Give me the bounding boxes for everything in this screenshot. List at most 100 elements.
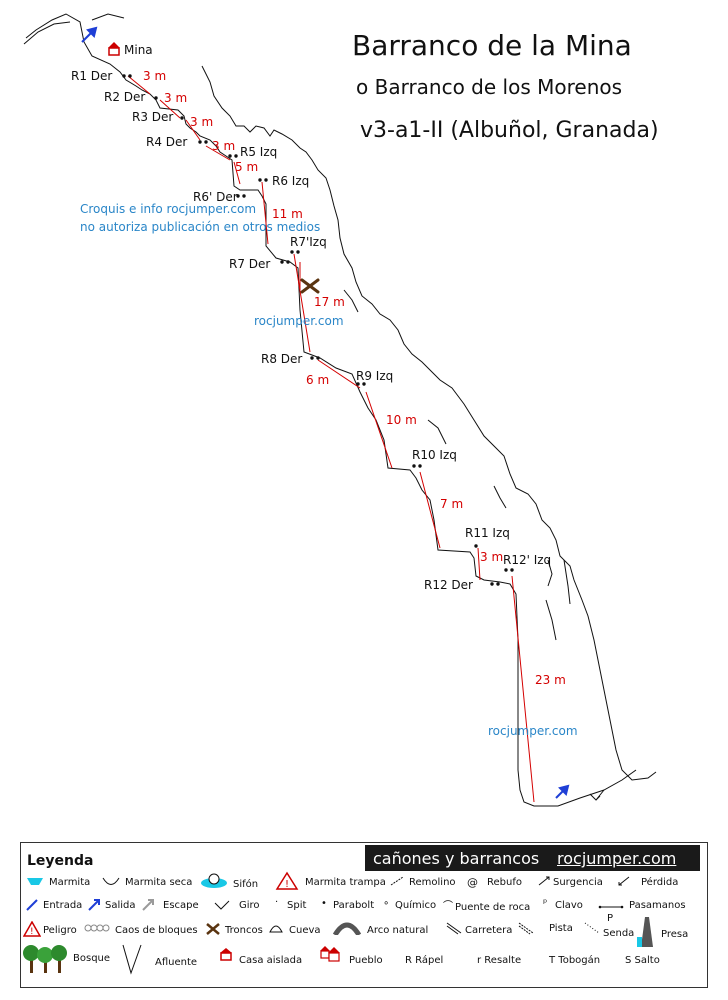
- pitch-length: 7 m: [440, 497, 464, 511]
- marmita-icon: [27, 878, 43, 885]
- rebufo-icon: @: [467, 876, 478, 889]
- legend-item: Peligro: [43, 925, 77, 936]
- legend-item: Remolino: [409, 877, 456, 888]
- pitch-length: 10 m: [386, 413, 417, 427]
- pitch-length: 3 m: [190, 115, 214, 129]
- legend-item: Surgencia: [553, 877, 603, 888]
- legend-item: Cueva: [289, 925, 321, 936]
- legend-item: Clavo: [555, 900, 583, 911]
- pitch-length: 17 m: [314, 295, 345, 309]
- legend-item: Pasamanos: [629, 900, 686, 911]
- casa-aislada-icon: [220, 948, 232, 961]
- pitch-length: 23 m: [535, 673, 566, 687]
- pitch-length: 3 m: [143, 69, 167, 83]
- anchor-label: R3 Der: [132, 110, 174, 124]
- pista-icon: [518, 922, 534, 935]
- clavo-icon: ᵖ: [543, 898, 548, 909]
- parabolt-icon: •: [321, 898, 327, 909]
- canyon-right-wall: [201, 65, 657, 781]
- bosque-icon: [23, 945, 67, 973]
- legend-item: Bosque: [73, 953, 111, 964]
- pitch-length: 6 m: [306, 373, 330, 387]
- legend-item: Afluente: [155, 957, 198, 968]
- presa-icon: [637, 917, 653, 947]
- legend-item: Troncos: [225, 925, 263, 936]
- legend-item: R Rápel: [405, 955, 444, 966]
- legend-item: Puente de roca: [455, 902, 531, 913]
- anchor-label: R1 Der: [71, 69, 113, 83]
- troncos-icon: [300, 278, 320, 294]
- legend-item: Pueblo: [349, 955, 383, 966]
- legend-title: Leyenda: [27, 853, 94, 869]
- legend-item: Marmita seca: [125, 877, 193, 888]
- anchor-label: R6' Der: [193, 190, 238, 204]
- svg-text:!: !: [285, 879, 289, 890]
- giro-legend-icon: [214, 900, 230, 910]
- legend-item: Carretera: [465, 925, 513, 936]
- site-watermark: rocjumper.com: [254, 314, 344, 328]
- site-watermark: rocjumper.com: [488, 724, 578, 738]
- pitch-length: 3 m: [164, 91, 188, 105]
- pitch-length: 3 m: [480, 550, 504, 564]
- afluente-icon: [122, 944, 142, 975]
- exit-arrow-icon: [555, 784, 570, 799]
- escape-icon: [142, 899, 154, 911]
- legend-item: Marmita: [49, 877, 91, 888]
- banner-text: cañones y barrancos: [373, 849, 540, 868]
- marmita-seca-icon: [102, 877, 120, 885]
- anchor-label: R2 Der: [104, 90, 146, 104]
- caos-bloques-icon: [84, 924, 110, 932]
- legend-item: Pérdida: [641, 877, 679, 888]
- legend-item: Rebufo: [487, 877, 522, 888]
- house-icon: [108, 42, 120, 56]
- title-main: Barranco de la Mina: [352, 29, 632, 62]
- credit-watermark: Croquis e info rocjumper.com: [80, 202, 257, 216]
- legend-item: T Tobogán: [549, 955, 601, 966]
- puente-roca-icon: ⌒: [443, 901, 453, 912]
- legend-item: Pista: [549, 923, 573, 934]
- legend-item: Parabolt: [333, 900, 375, 911]
- anchor-label: R9 Izq: [356, 369, 394, 383]
- giro-icon: [589, 789, 605, 801]
- entry-arrow-icon: [81, 26, 98, 43]
- canyon-left-wall: [25, 13, 637, 807]
- anchor-label: R7'Izq: [290, 235, 327, 249]
- sifon-icon: [201, 873, 227, 888]
- banner-site: rocjumper.com: [557, 849, 677, 868]
- title-alt: o Barranco de los Morenos: [356, 75, 623, 99]
- legend-item: Químico: [395, 900, 437, 911]
- entrada-icon: [26, 899, 38, 911]
- pueblo-icon: [320, 946, 340, 962]
- legend-item: S Salto: [625, 955, 660, 966]
- legend-item: Escape: [163, 900, 199, 911]
- senda-p-mark: P: [607, 913, 614, 924]
- legend-item: Entrada: [43, 900, 83, 911]
- legend-item: Presa: [661, 929, 689, 940]
- arco-natural-icon: [333, 922, 361, 935]
- rock-contour: [343, 289, 571, 641]
- legend-item: Spit: [287, 900, 307, 911]
- rope-route: [127, 75, 535, 803]
- anchor-label: R12 Der: [424, 578, 473, 592]
- credit-watermark: no autoriza publicación en otros medios: [80, 220, 321, 234]
- anchor-label: R8 Der: [261, 352, 303, 366]
- legend-item: Marmita trampa: [305, 877, 386, 888]
- rock-contour: [23, 13, 125, 45]
- senda-icon: [584, 922, 600, 934]
- spit-icon: ·: [275, 897, 279, 908]
- cueva-icon: [269, 925, 283, 933]
- anchor-label: R10 Izq: [412, 448, 457, 462]
- legend-item: Arco natural: [367, 925, 429, 936]
- salida-icon: [88, 899, 100, 911]
- quimico-icon: ∘: [383, 898, 390, 909]
- title-grade: v3-a1-II (Albuñol, Granada): [360, 118, 659, 143]
- legend-item: Salida: [105, 900, 136, 911]
- troncos-legend-icon: [206, 923, 220, 935]
- anchor-label: R7 Der: [229, 257, 271, 271]
- anchor-label: R4 Der: [146, 135, 188, 149]
- peligro-icon: !: [23, 921, 41, 937]
- marmita-trampa-icon: !: [275, 871, 299, 890]
- legend-item: Caos de bloques: [115, 925, 198, 936]
- anchor-label: R11 Izq: [465, 526, 510, 540]
